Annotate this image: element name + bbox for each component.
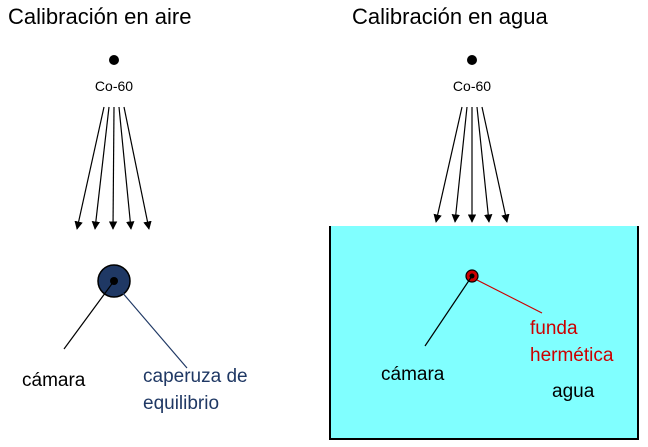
cap-label-line2: equilibrio [143, 393, 219, 414]
air-co60-source-label: Co-60 [95, 78, 133, 94]
cap-leader-line [120, 290, 188, 369]
water-co60-source-dot [467, 55, 477, 65]
air-co60-source-dot [109, 55, 119, 65]
water-chamber-leader-line [424, 275, 473, 347]
water-beam-arrow [433, 106, 463, 223]
water-beam-arrow [476, 106, 493, 223]
air-beam-arrow [123, 106, 152, 230]
air-beam-arrow [91, 106, 110, 230]
water-phantom [330, 226, 638, 439]
water-co60-source-label: Co-60 [453, 78, 491, 94]
air-beam-arrow [108, 106, 118, 230]
cap-label-line1: caperuza de [143, 366, 248, 387]
air-beam-arrow [118, 106, 135, 230]
water-chamber-label: cámara [381, 364, 445, 385]
water-calibration-panel: Calibración en agua Co-60 funda hermétic… [329, 4, 639, 440]
air-calibration-panel: Calibración en aire Co-60 cámara caperuz… [8, 4, 248, 414]
sleeve-leader-line [476, 279, 543, 314]
sleeve-label-line2: hermética [530, 345, 614, 366]
water-label: agua [552, 381, 595, 402]
water-tank-walls [329, 226, 639, 440]
air-chamber-leader-line [63, 280, 115, 350]
sleeve-label-line1: funda [530, 318, 578, 339]
water-beam-arrow [481, 106, 510, 223]
air-beam-arrow [74, 106, 105, 230]
air-calibration-title: Calibración en aire [8, 4, 191, 29]
air-chamber-label: cámara [22, 370, 86, 391]
water-calibration-title: Calibración en agua [352, 4, 548, 29]
air-radiation-beam [74, 106, 152, 230]
water-radiation-beam [433, 106, 510, 223]
water-beam-arrow [451, 106, 468, 223]
